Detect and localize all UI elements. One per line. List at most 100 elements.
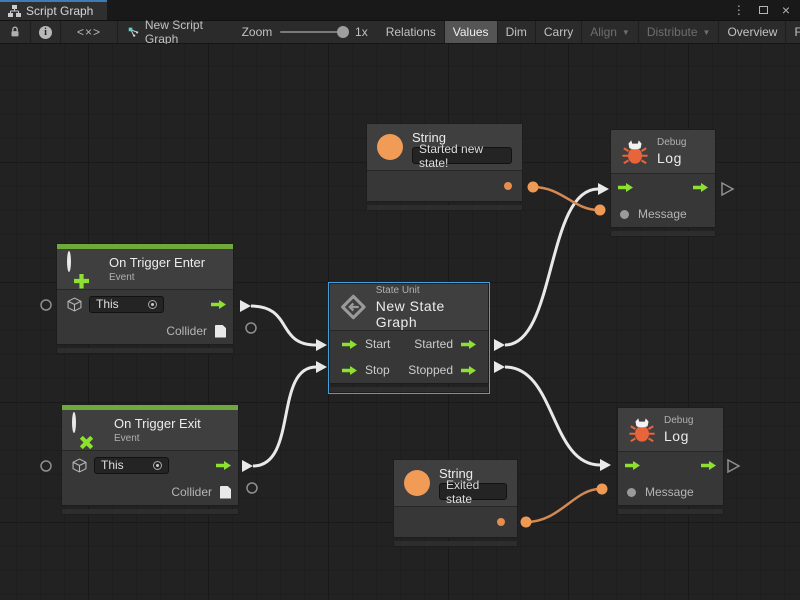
port-state-start-in[interactable] [316, 339, 327, 351]
flow-in-arrow[interactable] [342, 339, 357, 349]
port-enter-target-in[interactable] [40, 299, 52, 311]
port-string-top-out[interactable] [527, 181, 539, 193]
port-exit-collider-out[interactable] [246, 482, 258, 494]
graph-hierarchy-icon [8, 5, 21, 17]
node-state-unit[interactable]: State Unit New State Graph Start Started [328, 282, 490, 394]
flow-out-arrow[interactable] [701, 461, 716, 470]
string-literal-icon [404, 470, 430, 496]
wire-string-to-message-bottom[interactable] [525, 487, 601, 524]
window-menu-icon[interactable]: ⋮ [732, 3, 745, 17]
port-log-bottom-flow-in[interactable] [600, 459, 611, 471]
wire-started-to-log[interactable] [504, 187, 599, 347]
chevron-down-icon: ▼ [621, 27, 630, 37]
toolbar-right-group: Relations Values Dim Carry Align ▼ Distr… [378, 21, 800, 43]
node-footer [366, 205, 523, 211]
toolbar-graph-info: New Script Graph Zoom 1x [118, 18, 378, 46]
zoom-slider-handle[interactable] [337, 26, 350, 38]
port-state-started-out[interactable] [494, 339, 505, 351]
node-string-bottom[interactable]: String Exited state [393, 459, 518, 547]
string-output-dot[interactable] [504, 182, 512, 190]
relations-button[interactable]: Relations [378, 21, 445, 43]
port-state-stopped-out[interactable] [494, 361, 505, 373]
flow-in-arrow[interactable] [625, 461, 640, 470]
port-log-top-flow-in[interactable] [598, 183, 609, 195]
port-message-bottom-in[interactable] [596, 483, 608, 495]
info-button[interactable]: i [31, 21, 61, 43]
object-picker-icon[interactable] [153, 460, 162, 470]
flow-out-arrow[interactable] [216, 460, 231, 470]
zoom-slider[interactable] [280, 26, 350, 38]
message-input-dot[interactable] [620, 209, 629, 219]
carry-button[interactable]: Carry [536, 21, 583, 43]
fullscreen-button[interactable]: Full Scr [794, 25, 800, 39]
port-exit-flow-out[interactable] [242, 460, 253, 472]
maximize-icon[interactable] [758, 6, 768, 14]
wire-enter-to-start[interactable] [250, 304, 317, 347]
node-kind: State Unit [375, 284, 420, 296]
string-value-field[interactable]: Started new state! [412, 142, 512, 170]
message-input-dot[interactable] [627, 487, 636, 497]
port-enter-collider-out[interactable] [245, 322, 257, 334]
graph-name: New Script Graph [144, 18, 203, 46]
port-state-stop-in[interactable] [316, 361, 327, 373]
collider-port-label: Collider [171, 485, 212, 499]
node-footer [56, 348, 234, 354]
start-port-label: Start [365, 337, 391, 351]
wire-exit-to-stop[interactable] [252, 365, 317, 468]
flow-out-arrow[interactable] [461, 339, 476, 349]
tab-script-graph[interactable]: Script Graph [0, 0, 108, 20]
node-title: String [412, 130, 446, 145]
target-field[interactable]: This [89, 295, 164, 313]
wire-stopped-to-log[interactable] [504, 365, 601, 467]
event-accent-bar [57, 244, 233, 249]
node-title: String [439, 466, 473, 481]
lock-button[interactable] [0, 21, 31, 43]
string-literal-icon [377, 134, 403, 160]
node-footer [610, 231, 716, 237]
node-string-top[interactable]: String Started new state! [366, 123, 523, 211]
bug-icon [629, 417, 655, 442]
stop-port-label: Stop [365, 363, 390, 377]
string-output-dot[interactable] [497, 518, 505, 526]
port-log-top-flow-out[interactable] [721, 181, 735, 197]
node-debug-log-top[interactable]: Debug Log Message [610, 129, 716, 237]
align-dropdown[interactable]: Align ▼ [582, 21, 639, 43]
node-on-trigger-enter[interactable]: On Trigger Enter Event This [56, 243, 234, 354]
port-message-top-in[interactable] [594, 204, 606, 216]
graph-canvas[interactable]: On Trigger Enter Event This [0, 44, 800, 600]
node-kind: Debug [657, 137, 687, 148]
target-field[interactable]: This [94, 456, 169, 474]
node-footer [61, 509, 239, 515]
dim-button[interactable]: Dim [498, 21, 536, 43]
distribute-dropdown[interactable]: Distribute ▼ [639, 21, 720, 43]
node-subtitle: Event [109, 272, 135, 283]
node-kind: Debug [664, 415, 694, 426]
stopped-port-label: Stopped [408, 363, 453, 377]
object-picker-icon[interactable] [148, 299, 157, 309]
state-unit-icon [341, 294, 366, 320]
node-footer [329, 387, 489, 393]
port-exit-target-in[interactable] [40, 460, 52, 472]
port-log-bottom-flow-out[interactable] [727, 458, 741, 474]
string-value-field[interactable]: Exited state [439, 478, 507, 506]
overview-button[interactable]: Overview [719, 21, 787, 43]
flow-out-arrow[interactable] [461, 365, 476, 375]
inspect-code-button[interactable]: <×> [61, 21, 118, 43]
node-title: New State Graph [375, 297, 445, 330]
plus-icon [74, 273, 89, 289]
wire-string-to-message-top[interactable] [532, 185, 599, 212]
values-button[interactable]: Values [444, 21, 498, 43]
port-string-bottom-out[interactable] [520, 516, 532, 528]
node-debug-log-bottom[interactable]: Debug Log Message [617, 407, 724, 515]
flow-out-arrow[interactable] [211, 299, 226, 309]
close-icon[interactable]: × [781, 2, 790, 18]
node-on-trigger-exit[interactable]: On Trigger Exit Event This [61, 404, 239, 515]
flow-in-arrow[interactable] [618, 183, 633, 192]
zoom-value: 1x [355, 25, 368, 39]
document-icon [215, 324, 226, 338]
x-icon [76, 431, 97, 452]
flow-in-arrow[interactable] [342, 365, 357, 375]
port-enter-flow-out[interactable] [240, 300, 251, 312]
tab-bar: Script Graph ⋮ × [0, 0, 800, 20]
flow-out-arrow[interactable] [693, 183, 708, 192]
